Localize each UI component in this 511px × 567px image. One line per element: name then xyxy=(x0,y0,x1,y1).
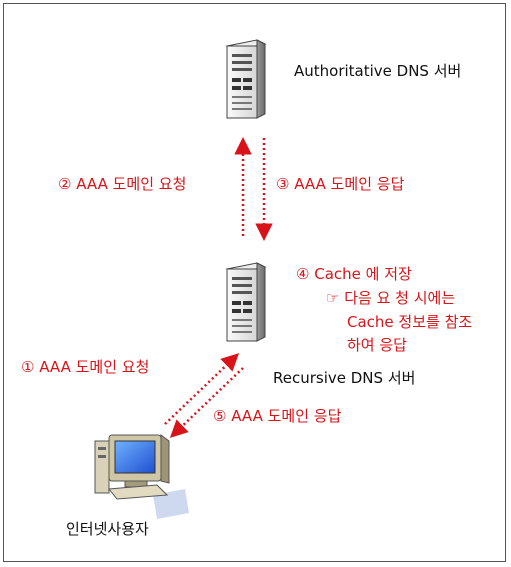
step4-note-line2: Cache 정보를 참조 xyxy=(347,313,473,331)
authoritative-server-label: Authoritative DNS 서버 xyxy=(294,62,462,80)
step5-label: ⑤ AAA 도메인 응답 xyxy=(213,407,342,425)
recursive-server-label: Recursive DNS 서버 xyxy=(273,369,416,387)
desktop-computer-icon xyxy=(94,434,189,519)
step1-arrow xyxy=(164,353,240,425)
step1-label: ① AAA 도메인 요청 xyxy=(21,358,150,376)
step4-note-line1: ☞ 다음 요 청 시에는 xyxy=(326,289,456,307)
diagram-frame xyxy=(3,3,506,562)
step3-label: ③ AAA 도메인 응답 xyxy=(276,175,405,193)
authoritative-server-icon xyxy=(225,39,267,119)
recursive-server-icon xyxy=(225,262,267,342)
step2-label: ② AAA 도메인 요청 xyxy=(58,175,187,193)
step4-label: ④ Cache 에 저장 xyxy=(296,265,412,283)
step5-arrow xyxy=(169,367,244,438)
step4-note-line3: 하여 응답 xyxy=(347,336,407,354)
user-label: 인터넷사용자 xyxy=(66,520,149,538)
